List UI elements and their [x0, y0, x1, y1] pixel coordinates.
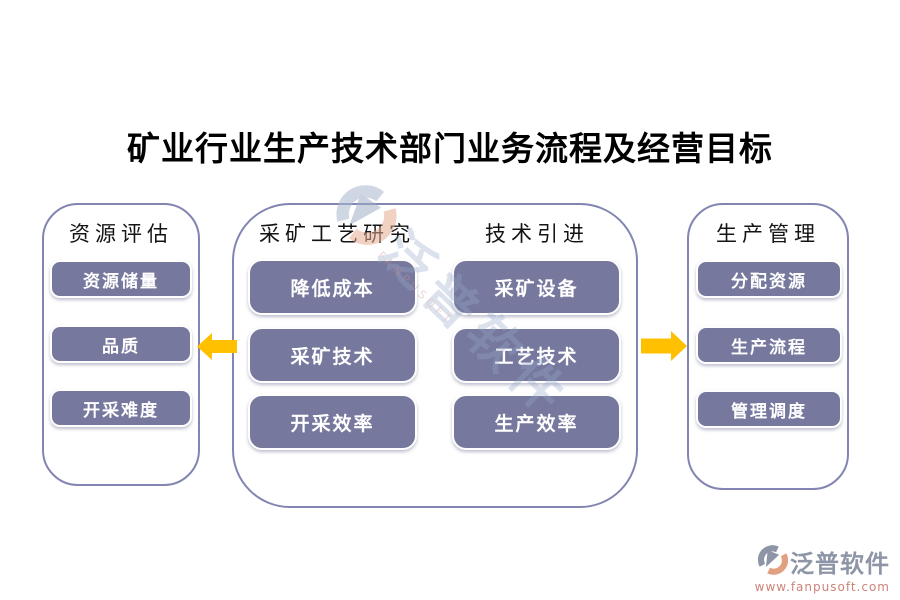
node-production-efficiency: 生产效率 — [452, 394, 621, 450]
node-quality: 品质 — [50, 325, 192, 363]
panel-mining-research-and-tech: 采矿工艺研究 技术引进 降低成本 采矿技术 开采效率 采矿设备 工艺技术 生产效… — [232, 203, 638, 508]
node-resource-reserves: 资源储量 — [50, 260, 192, 298]
fanpu-logo: 泛普软件 www.fanpusoft.com — [755, 544, 890, 594]
panel-title-technology-introduction: 技术引进 — [485, 222, 589, 246]
fanpu-logo-text: 泛普软件 — [790, 550, 890, 578]
node-process-technology: 工艺技术 — [452, 327, 621, 383]
node-production-process: 生产流程 — [696, 326, 842, 364]
page-title: 矿业行业生产技术部门业务流程及经营目标 — [127, 129, 773, 168]
fanpu-logo-icon — [757, 544, 789, 579]
node-mining-technology: 采矿技术 — [248, 327, 417, 383]
node-mining-efficiency: 开采效率 — [248, 394, 417, 450]
panel-resource-evaluation: 资源评估 资源储量 品质 开采难度 — [42, 203, 200, 486]
node-mining-equipment: 采矿设备 — [452, 259, 621, 315]
node-mining-difficulty: 开采难度 — [50, 389, 192, 427]
flow-arrow-left-icon — [197, 333, 237, 360]
panel-title-mining-process-research: 采矿工艺研究 — [259, 222, 415, 246]
node-cost-reduction: 降低成本 — [248, 259, 417, 315]
panel-production-management: 生产管理 分配资源 生产流程 管理调度 — [687, 203, 849, 490]
panel-title-production-management: 生产管理 — [716, 222, 820, 246]
node-resource-allocation: 分配资源 — [696, 260, 842, 298]
node-management-scheduling: 管理调度 — [696, 390, 842, 428]
panel-title-resource-evaluation: 资源评估 — [69, 222, 173, 246]
fanpu-logo-url: www.fanpusoft.com — [754, 580, 890, 594]
flow-arrow-right-icon — [641, 331, 687, 361]
